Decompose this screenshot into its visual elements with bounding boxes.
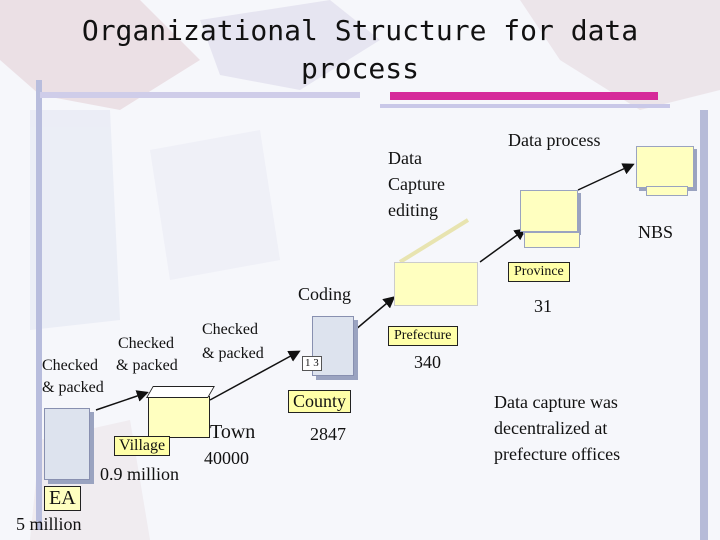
- nbs-box: [636, 146, 694, 188]
- village-label: Village: [114, 436, 171, 456]
- coding-label: Coding: [298, 284, 352, 304]
- data-process-box: [520, 190, 578, 232]
- nbs-box-base: [646, 186, 688, 196]
- town-box: [148, 396, 210, 438]
- data-capture-line1: Data: [388, 148, 422, 168]
- checked-label-3a: Checked: [42, 357, 98, 374]
- province-to-process-arrow: [479, 228, 527, 263]
- data-capture-line3: editing: [388, 200, 438, 220]
- ea-label: EA: [44, 486, 81, 511]
- county-count: 2847: [310, 424, 346, 444]
- ea-box: [44, 408, 90, 480]
- ea-count: 5 million: [16, 514, 82, 534]
- data-capture-line2: Capture: [388, 174, 445, 194]
- province-label: Province: [508, 262, 570, 282]
- page-title-line2: process: [300, 52, 419, 85]
- process-to-nbs-arrow: [577, 163, 635, 191]
- province-box: [394, 262, 478, 306]
- data-process-label: Data process: [508, 130, 601, 150]
- checked-label-1b: & packed: [202, 345, 264, 362]
- nbs-label: NBS: [638, 222, 674, 242]
- capture-arrow-line: [398, 218, 470, 264]
- town-label: Town: [210, 421, 256, 443]
- page-title: Organizational Structure for data: [81, 14, 639, 47]
- province-count: 31: [534, 296, 552, 316]
- note-line2: decentralized at: [494, 418, 608, 438]
- checked-label-2b: & packed: [116, 357, 178, 374]
- data-process-box-base: [524, 232, 580, 248]
- county-icon-text: 1 3: [302, 356, 322, 372]
- note-line3: prefecture offices: [494, 444, 621, 464]
- town-to-county-arrow: [209, 350, 301, 401]
- town-box-top: [146, 386, 215, 398]
- village-to-town-arrow: [95, 390, 149, 411]
- checked-label-3b: & packed: [42, 379, 104, 396]
- note-line1: Data capture was: [494, 392, 618, 412]
- county-to-province-arrow: [354, 296, 396, 331]
- checked-label-2a: Checked: [118, 335, 174, 352]
- prefecture-count: 340: [414, 352, 441, 372]
- town-count: 40000: [204, 448, 249, 468]
- checked-label-1a: Checked: [202, 321, 258, 338]
- village-count: 0.9 million: [100, 464, 180, 484]
- county-label: County: [288, 390, 352, 413]
- prefecture-label: Prefecture: [388, 326, 458, 346]
